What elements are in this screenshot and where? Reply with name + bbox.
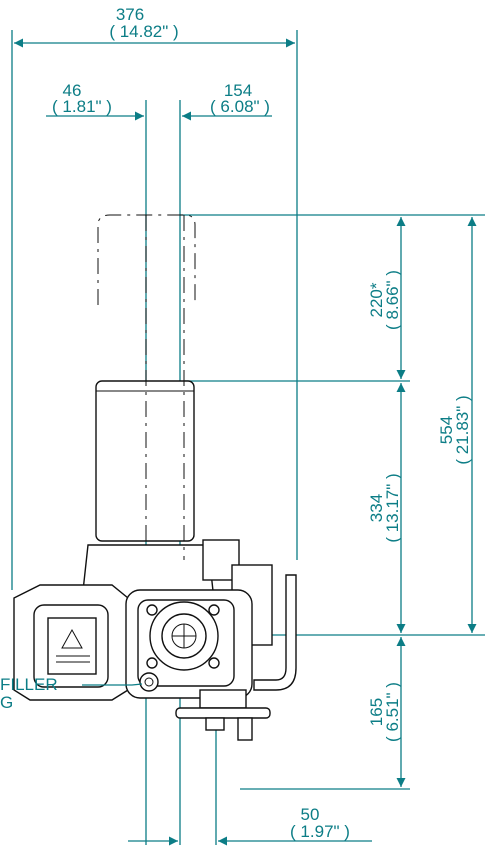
overall-width-in: ( 14.82" ) bbox=[109, 22, 178, 41]
removal-height-mm: 220* bbox=[367, 282, 386, 317]
center-lines bbox=[145, 215, 185, 560]
filler-plug-label-line1: FILLER bbox=[0, 675, 58, 694]
left-offset-mm: 46 bbox=[63, 81, 82, 100]
left-offset-in: ( 1.81" ) bbox=[52, 97, 112, 116]
right-offset-mm: 154 bbox=[224, 81, 252, 100]
removal-height-in: ( 8.66" ) bbox=[383, 270, 402, 330]
filler-plug-leader bbox=[82, 683, 143, 686]
upper-height-mm: 334 bbox=[367, 494, 386, 522]
lower-height-mm: 165 bbox=[367, 698, 386, 726]
upper-height-in: ( 13.17" ) bbox=[383, 473, 402, 542]
actuator-body bbox=[13, 214, 297, 741]
overall-width-mm: 376 bbox=[116, 5, 144, 24]
right-offset-in: ( 6.08" ) bbox=[210, 97, 270, 116]
dimension-lines bbox=[14, 38, 477, 846]
lower-height-in: ( 6.51" ) bbox=[383, 682, 402, 742]
overall-height-in: ( 21.83" ) bbox=[453, 395, 472, 464]
bottom-offset-mm: 50 bbox=[301, 805, 320, 824]
bottom-offset-in: ( 1.97" ) bbox=[290, 822, 350, 841]
overall-height-mm: 554 bbox=[437, 416, 456, 444]
filler-plug-label-line2: G bbox=[0, 693, 13, 712]
